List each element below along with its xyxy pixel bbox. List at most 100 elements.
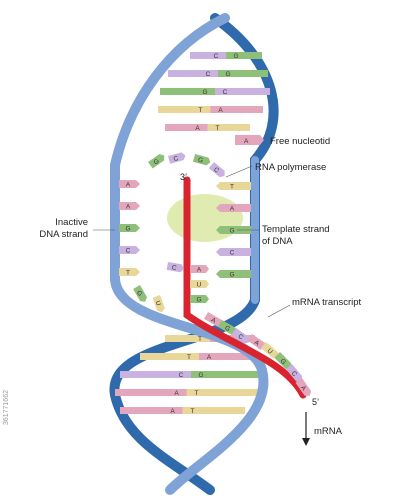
template-base-letter: A	[230, 206, 235, 213]
transcript-base-letter: A	[299, 384, 308, 392]
template-base	[216, 226, 251, 234]
transcript-base-letter: U	[197, 282, 202, 289]
inactive-base	[119, 246, 140, 254]
free-nucleotide-body	[208, 162, 225, 178]
legend-nucleotide-swatch	[235, 135, 264, 145]
rung-left-letter: A	[195, 125, 200, 132]
label-template-line2: of DNA	[262, 236, 293, 247]
inactive-base-letter: G	[125, 226, 130, 233]
label-three-prime: 3’	[180, 172, 187, 182]
transcript-base: A	[190, 265, 209, 274]
rung-left-half	[190, 52, 226, 59]
rung-right-half	[199, 353, 258, 360]
inactive-base	[119, 202, 140, 210]
label-template-line1: Template strand	[262, 224, 330, 235]
transcript-base-body	[274, 352, 292, 369]
rung-left-letter: A	[174, 390, 179, 397]
transcript-base-body	[285, 364, 303, 382]
rung-left-letter: T	[199, 107, 203, 114]
rung-right-half	[207, 124, 250, 131]
rung-right-letter: G	[198, 372, 203, 379]
rung-left-half	[158, 106, 211, 113]
transcript-base: A	[204, 312, 223, 327]
free-nucleotide-letter: G	[135, 290, 144, 298]
free-nucleotide: G	[192, 154, 211, 166]
label-rna-polymerase: RNA polymerase	[255, 162, 326, 173]
rung-left-half	[165, 124, 208, 131]
dna-backbone-light	[110, 13, 269, 495]
free-nucleotide-letter: C	[171, 264, 177, 272]
rung-right-letter: A	[218, 107, 223, 114]
template-base	[216, 270, 251, 278]
inactive-base	[119, 268, 140, 276]
transcript-base-letter: G	[196, 297, 201, 304]
free-nucleotide-body	[166, 262, 185, 273]
rung-left-letter: C	[206, 71, 211, 78]
mrna-arrow-head	[302, 438, 310, 446]
transcript-base-letter: U	[266, 347, 274, 356]
inactive-base-letter: T	[126, 270, 130, 277]
template-base-letter: T	[230, 184, 234, 191]
watermark-id: 361771662	[3, 390, 10, 426]
transcript-base: U	[190, 280, 209, 289]
transcript-base-body	[190, 295, 209, 303]
inactive-base	[119, 224, 140, 232]
rung-left-half	[140, 353, 199, 360]
free-nucleotide-letter: U	[154, 300, 162, 307]
transcript-base-body	[247, 334, 266, 350]
label-free-nucleotide: Free nucleotid	[270, 136, 330, 147]
free-nucleotides-bottom: G U C	[133, 262, 185, 313]
transcript-base: C	[285, 364, 303, 382]
rung-right-letter: T	[216, 125, 220, 132]
rung-left-half	[120, 407, 183, 414]
inactive-strand-bases: A A G C T	[119, 180, 140, 277]
rung-left-half	[115, 389, 187, 396]
template-base-letter: C	[230, 250, 235, 257]
rung-right-letter: C	[223, 89, 228, 96]
rung-right-half	[210, 106, 263, 113]
rung-right-half	[215, 88, 270, 95]
free-nucleotide: C	[208, 162, 225, 178]
inactive-base-letter: C	[126, 248, 131, 255]
rung-left-letter: C	[214, 53, 219, 60]
rung-left-letter: A	[170, 408, 175, 415]
template-base	[216, 204, 251, 212]
free-nucleotide-letter: G	[153, 158, 161, 167]
free-nucleotide: G	[148, 153, 165, 169]
transcript-base-letter: G	[223, 325, 231, 334]
label-five-prime: 5’	[312, 397, 319, 407]
transcript-base-body	[260, 342, 279, 359]
template-base	[216, 182, 251, 190]
free-nucleotide-legend: A Free nucleotid	[235, 135, 330, 147]
rung-left-letter: C	[179, 372, 184, 379]
rung-left-letter: T	[198, 336, 202, 343]
transcript-base-body	[204, 312, 223, 327]
transcript-base-body	[231, 328, 250, 344]
transcript-base-body	[218, 320, 237, 335]
inactive-base	[119, 180, 140, 188]
free-nucleotide: C	[166, 262, 185, 273]
leader-lines	[93, 165, 291, 318]
transcript-base: A	[295, 378, 312, 396]
label-mrna-transcript: mRNA transcript	[292, 297, 362, 308]
transcript-base-body	[190, 280, 209, 288]
rung-right-letter: A	[207, 354, 212, 361]
free-nucleotide-letter: C	[173, 155, 180, 163]
template-base	[216, 248, 251, 256]
transcript-base: G	[274, 352, 292, 369]
inactive-base-letter: A	[126, 182, 131, 189]
free-nucleotide: C	[168, 152, 186, 164]
rung-left-half	[160, 88, 215, 95]
inactive-base-letter: A	[126, 204, 131, 211]
transcript-base: C	[231, 328, 250, 344]
transcript-base-letter: A	[197, 267, 202, 274]
rung-right-letter: T	[195, 390, 199, 397]
transcript-base-letter: C	[237, 333, 245, 342]
rung-right-half	[186, 389, 258, 396]
rung-right-letter: T	[191, 408, 195, 415]
mrna-strand	[183, 176, 307, 399]
